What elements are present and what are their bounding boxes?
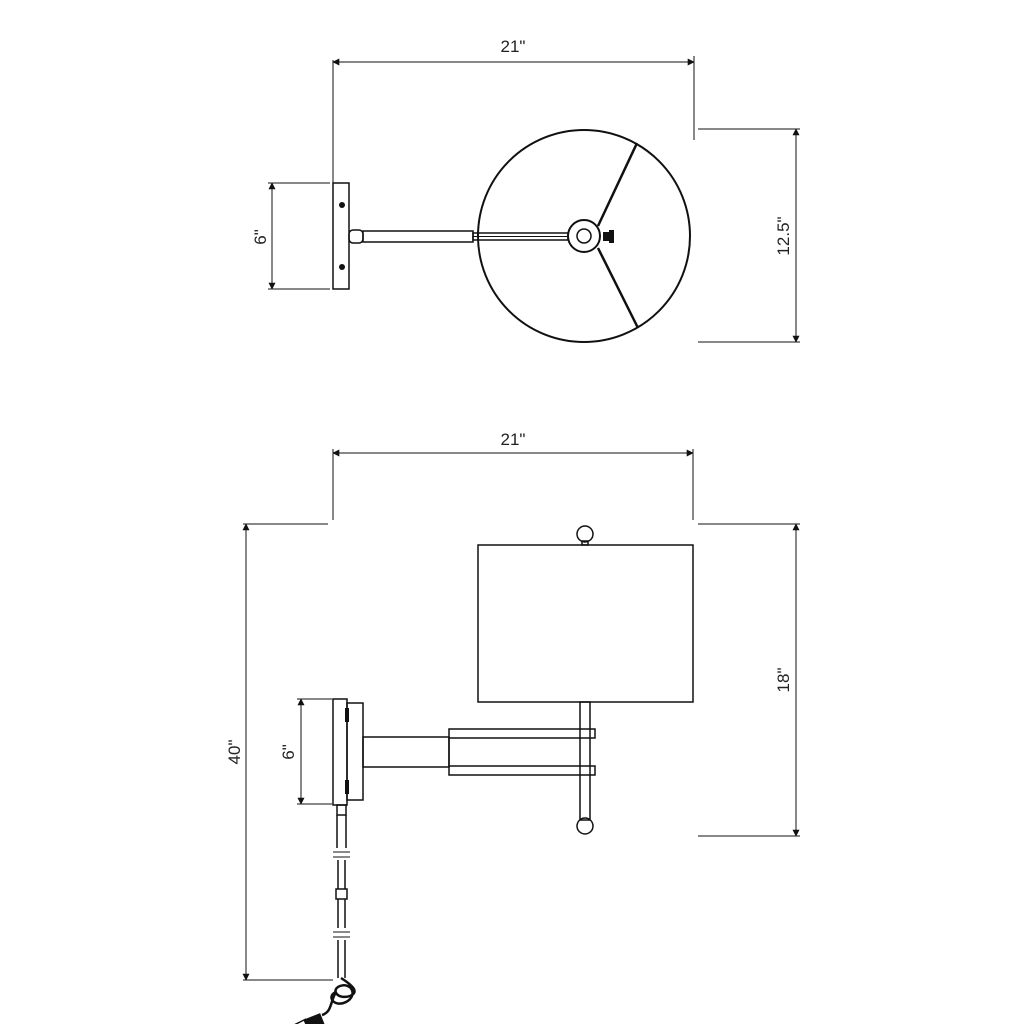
top-width-dimension: 21" bbox=[332, 37, 695, 190]
top-shade-dimension: 12.5" bbox=[698, 128, 800, 343]
side-backplate-label: 6" bbox=[279, 744, 298, 760]
top-backplate bbox=[332, 182, 350, 290]
side-width-label: 21" bbox=[501, 430, 526, 449]
side-view: 21" 40" 18" 6" bbox=[225, 430, 800, 1024]
top-width-label: 21" bbox=[501, 37, 526, 56]
top-swing-arm bbox=[348, 229, 569, 244]
side-power-cord bbox=[333, 815, 350, 978]
side-shade-height-label: 18" bbox=[774, 668, 793, 693]
top-shade bbox=[477, 129, 691, 343]
side-swing-arm bbox=[362, 728, 596, 776]
side-backplate-dimension: 6" bbox=[279, 698, 332, 805]
top-backplate-dimension: 6" bbox=[251, 182, 330, 290]
side-backplate bbox=[332, 698, 364, 816]
side-overall-height-label: 40" bbox=[225, 740, 244, 765]
top-view: 21" 12.5" 6" bbox=[251, 37, 800, 343]
side-shade-height-dimension: 18" bbox=[698, 523, 800, 837]
top-backplate-label: 6" bbox=[251, 229, 270, 245]
side-shade bbox=[477, 525, 694, 835]
plug-icon bbox=[294, 976, 356, 1024]
top-shade-diameter-label: 12.5" bbox=[774, 216, 793, 255]
side-height-dimension: 40" bbox=[225, 523, 333, 981]
side-width-dimension: 21" bbox=[332, 430, 694, 520]
